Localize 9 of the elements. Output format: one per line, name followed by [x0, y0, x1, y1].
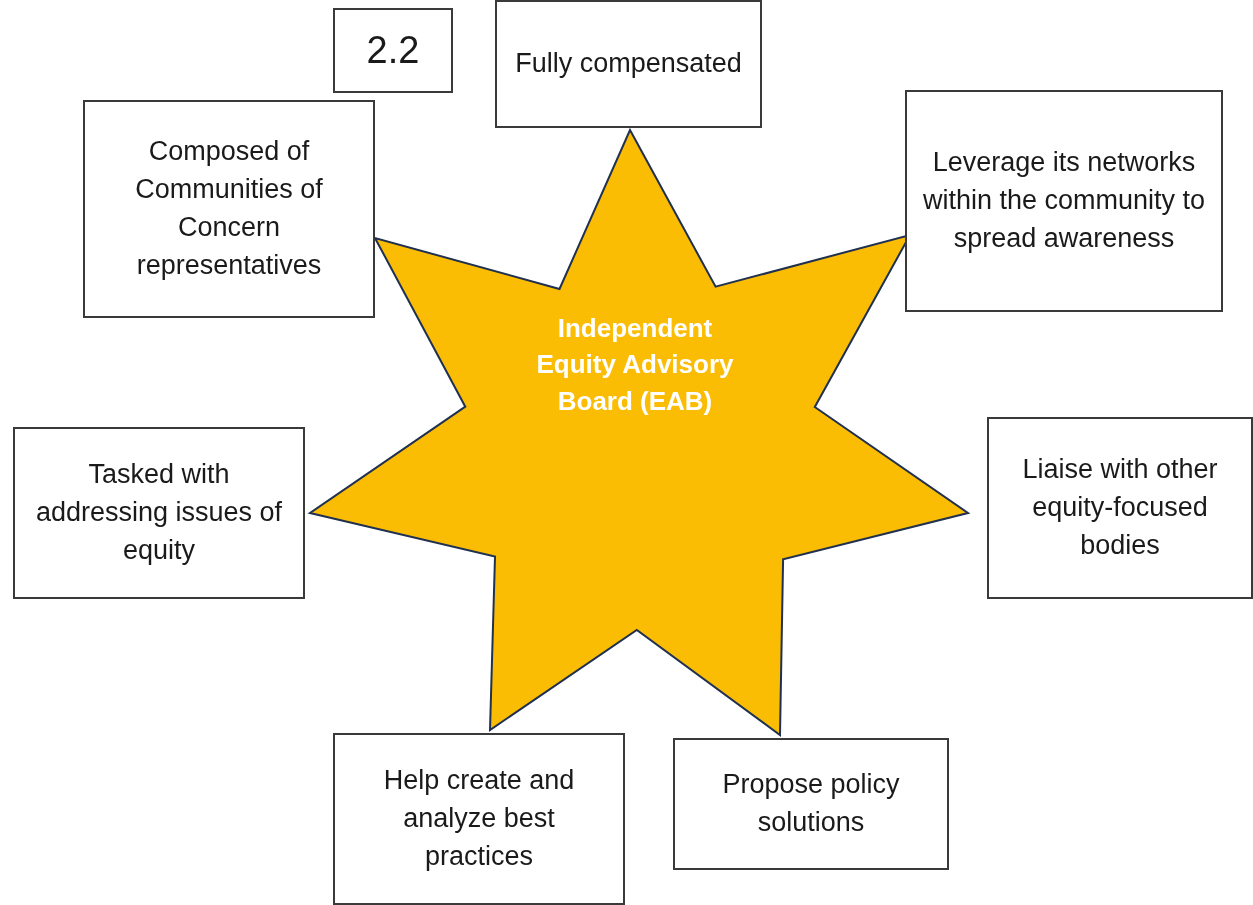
star-label: Independent Equity Advisory Board (EAB) [535, 312, 735, 418]
text-box: Liaise with other equity-focused bodies [987, 417, 1253, 599]
text-box: Propose policy solutions [673, 738, 949, 870]
text-box: Tasked with addressing issues of equity [13, 427, 305, 599]
text-box: 2.2 [333, 8, 453, 93]
text-box: Leverage its networks within the community to spread awareness [905, 90, 1223, 312]
text-box: Help create and analyze best practices [333, 733, 625, 905]
text-box: Composed of Communities of Concern representatives [83, 100, 375, 318]
text-box: Fully compensated [495, 0, 762, 128]
